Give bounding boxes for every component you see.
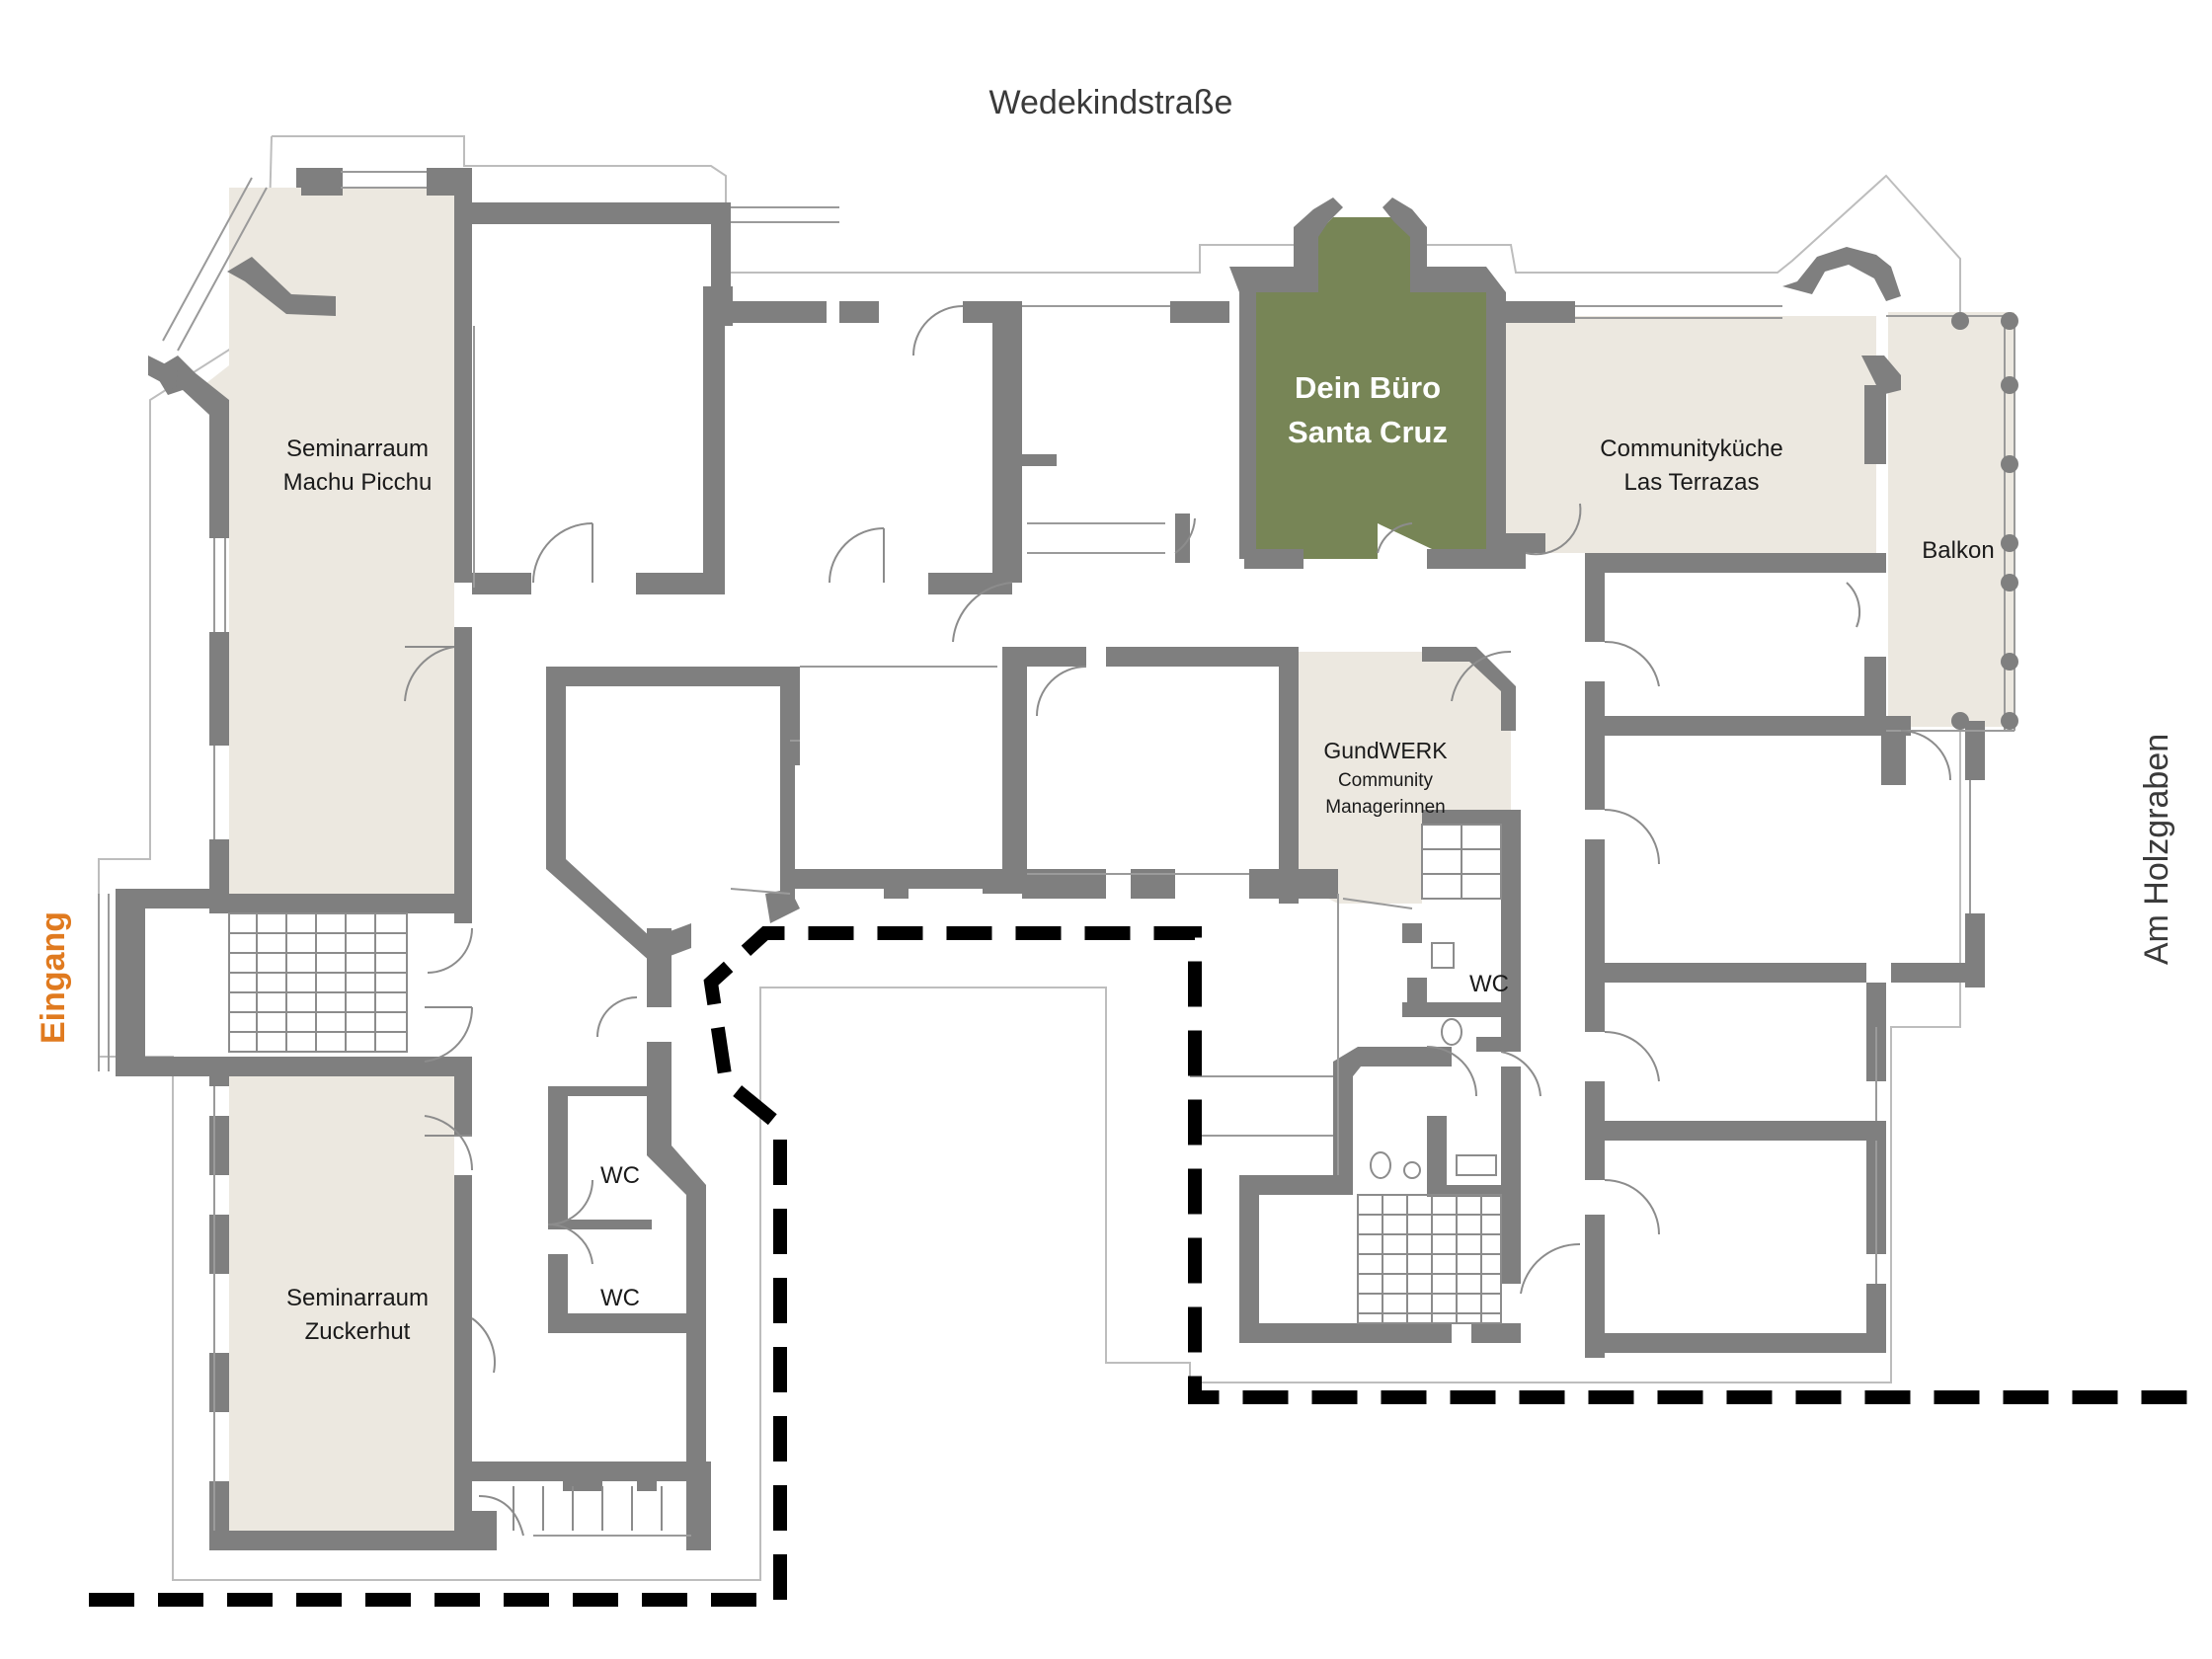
room-zuckerhut-line2: Zuckerhut xyxy=(305,1318,411,1345)
stairs xyxy=(228,824,1502,1537)
wc-label-3: WC xyxy=(1469,971,1509,997)
room-machu-picchu-fill xyxy=(198,188,454,894)
common-room-fills xyxy=(198,188,2014,1536)
room-zuckerhut-line1: Seminarraum xyxy=(286,1285,429,1311)
room-santa-cruz-line1: Dein Büro xyxy=(1295,370,1441,405)
labels: Wedekindstraße Am Holzgraben Eingang Sem… xyxy=(35,84,2175,1345)
room-machu-picchu-line2: Machu Picchu xyxy=(283,469,433,496)
balkon-label: Balkon xyxy=(1922,537,1994,564)
windows xyxy=(98,171,2015,1537)
room-las-terrazas-fill xyxy=(1506,316,1876,553)
doors xyxy=(404,305,1951,1374)
balcony-columns xyxy=(1951,312,2018,730)
walls xyxy=(116,168,1985,1550)
street-north-label: Wedekindstraße xyxy=(989,84,1233,121)
wc-label-1: WC xyxy=(600,1162,640,1189)
wc-fixtures xyxy=(1370,942,1497,1179)
entrance-label: Eingang xyxy=(35,911,72,1044)
balkon-fill xyxy=(1888,312,2014,727)
room-gundwerk-line2: Community xyxy=(1338,770,1434,791)
room-las-terrazas-line1: Communityküche xyxy=(1600,435,1782,462)
room-zuckerhut-fill xyxy=(229,1071,454,1536)
room-gundwerk-line3: Managerinnen xyxy=(1325,797,1445,818)
room-las-terrazas-line2: Las Terrazas xyxy=(1624,469,1760,496)
room-gundwerk-line1: GundWERK xyxy=(1323,738,1448,763)
street-east-label: Am Holzgraben xyxy=(2138,734,2175,965)
property-boundary xyxy=(89,926,2202,1607)
room-machu-picchu-line1: Seminarraum xyxy=(286,435,429,462)
room-santa-cruz-fill xyxy=(1256,217,1486,559)
wc-label-2: WC xyxy=(600,1285,640,1311)
room-gundwerk-fill xyxy=(1299,652,1511,904)
room-santa-cruz-line2: Santa Cruz xyxy=(1288,415,1448,449)
